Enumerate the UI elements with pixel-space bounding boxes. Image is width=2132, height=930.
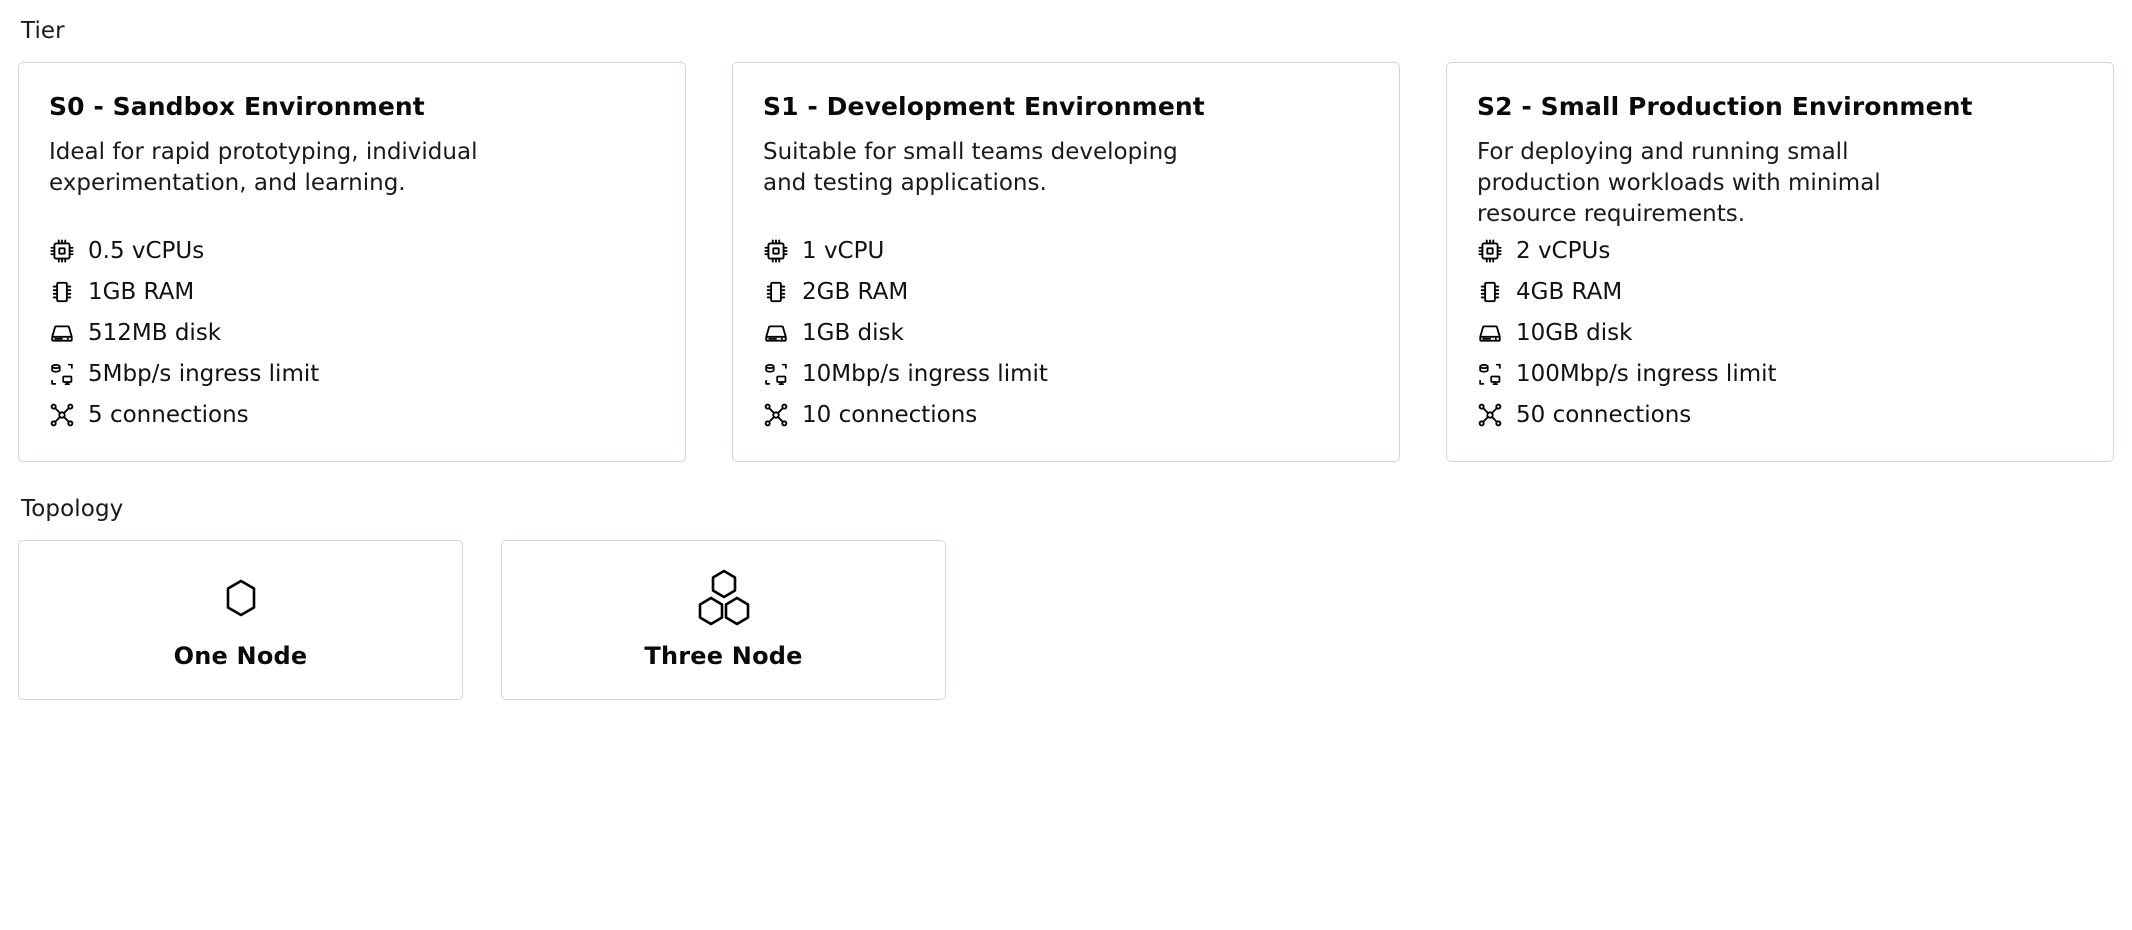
tier-card-title: S2 - Small Production Environment [1477,92,1973,121]
spec-text: 50 connections [1516,401,1692,428]
connections-icon [763,402,789,428]
tier-card-s2[interactable]: S2 - Small Production Environment For de… [1446,62,2114,462]
disk-icon [49,320,75,346]
topology-section-label: Topology [21,496,124,522]
tier-card-description: Ideal for rapid prototyping, individual … [49,139,478,196]
tier-card-description: Suitable for small teams developing and … [763,139,1178,196]
tier-card-title: S1 - Development Environment [763,92,1205,121]
cpu-icon [1477,238,1503,264]
spec-text: 10 connections [802,401,978,428]
tier-section-label: Tier [21,18,65,44]
spec-item-cpu: 1 vCPU [763,230,1369,271]
spec-item-connections: 10 connections [763,394,1369,435]
tier-card-s1[interactable]: S1 - Development Environment Suitable fo… [732,62,1400,462]
spec-item-cpu: 0.5 vCPUs [49,230,655,271]
topology-section: Topology One Node Three [18,494,2114,700]
spec-text: 4GB RAM [1516,278,1623,305]
spec-text: 2 vCPUs [1516,237,1611,264]
tier-card-description: For deploying and running small producti… [1477,139,1881,227]
memory-icon [763,279,789,305]
spec-text: 10Mbp/s ingress limit [802,360,1048,387]
topology-option-label: One Node [173,642,308,670]
disk-icon [763,320,789,346]
cpu-icon [763,238,789,264]
spec-item-connections: 50 connections [1477,394,2083,435]
single-hexagon-icon [224,569,258,627]
spec-item-memory: 4GB RAM [1477,271,2083,312]
spec-text: 512MB disk [88,319,222,346]
tier-section: Tier S0 - Sandbox Environment Ideal for … [18,16,2114,462]
tier-card-s0[interactable]: S0 - Sandbox Environment Ideal for rapid… [18,62,686,462]
network-throughput-icon [49,361,75,387]
topology-option-three-node[interactable]: Three Node [501,540,946,700]
spec-text: 5 connections [88,401,249,428]
spec-text: 100Mbp/s ingress limit [1516,360,1777,387]
spec-item-network: 100Mbp/s ingress limit [1477,353,2083,394]
spec-text: 1GB RAM [88,278,195,305]
spec-item-connections: 5 connections [49,394,655,435]
tier-spec-list: 1 vCPU 2GB RAM [763,230,1369,435]
tier-card-row: S0 - Sandbox Environment Ideal for rapid… [18,62,2114,462]
connections-icon [1477,402,1503,428]
spec-item-cpu: 2 vCPUs [1477,230,2083,271]
connections-icon [49,402,75,428]
spec-item-network: 10Mbp/s ingress limit [763,353,1369,394]
disk-icon [1477,320,1503,346]
spec-text: 0.5 vCPUs [88,237,205,264]
topology-option-label: Three Node [644,642,803,670]
spec-text: 2GB RAM [802,278,909,305]
tier-spec-list: 0.5 vCPUs 1GB RAM [49,230,655,435]
spec-item-memory: 1GB RAM [49,271,655,312]
memory-icon [49,279,75,305]
spec-text: 10GB disk [1516,319,1633,346]
spec-text: 1GB disk [802,319,904,346]
spec-text: 5Mbp/s ingress limit [88,360,320,387]
spec-item-disk: 512MB disk [49,312,655,353]
spec-item-network: 5Mbp/s ingress limit [49,353,655,394]
spec-item-disk: 10GB disk [1477,312,2083,353]
network-throughput-icon [763,361,789,387]
topology-option-row: One Node Three Node [18,540,2114,700]
cpu-icon [49,238,75,264]
tier-spec-list: 2 vCPUs 4GB RAM [1477,230,2083,435]
spec-item-disk: 1GB disk [763,312,1369,353]
topology-option-one-node[interactable]: One Node [18,540,463,700]
tier-topology-selector: Tier S0 - Sandbox Environment Ideal for … [18,16,2114,700]
memory-icon [1477,279,1503,305]
tier-card-title: S0 - Sandbox Environment [49,92,425,121]
network-throughput-icon [1477,361,1503,387]
triple-hexagon-icon [693,569,755,627]
spec-text: 1 vCPU [802,237,885,264]
spec-item-memory: 2GB RAM [763,271,1369,312]
